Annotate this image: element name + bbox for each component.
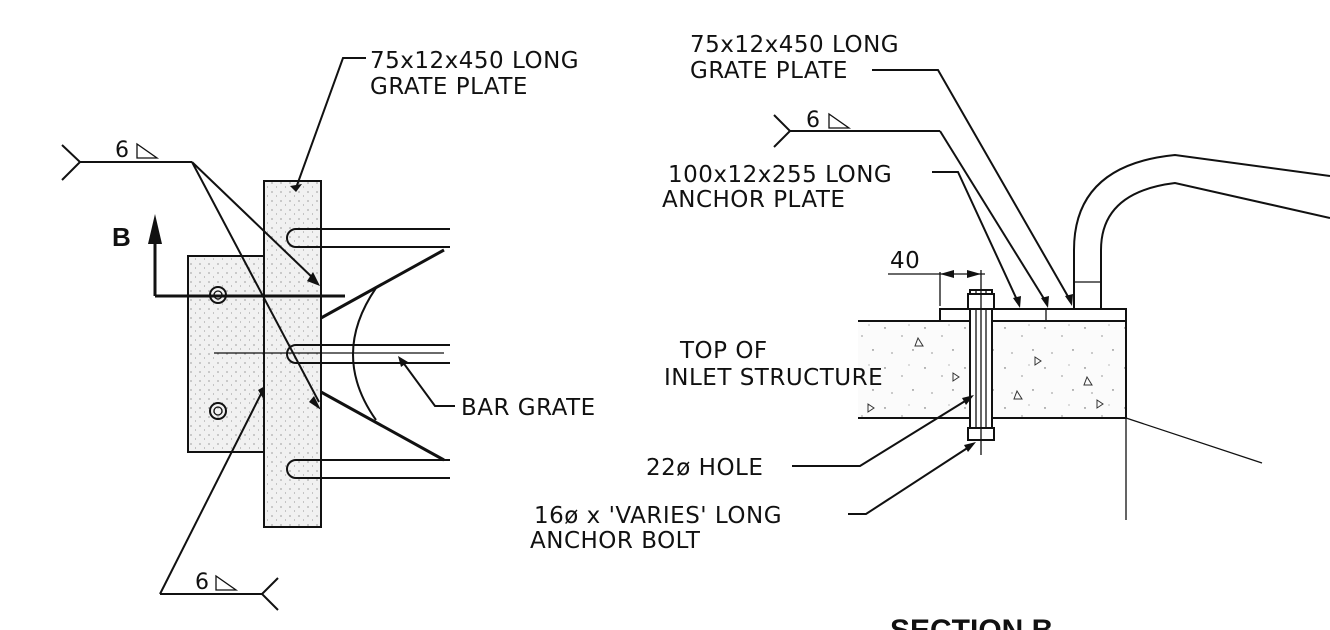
bolt-icon bbox=[209, 402, 227, 420]
dimension-label: 40 bbox=[890, 248, 920, 274]
bar-grate-label: BAR GRATE bbox=[461, 395, 596, 421]
section-weld-symbol: 6 bbox=[773, 108, 1049, 308]
bar-grate bbox=[214, 228, 450, 479]
section-cut-line: B bbox=[112, 214, 345, 298]
section-grate-plate-label-line1: 75x12x450 LONG bbox=[690, 32, 899, 58]
bar-grate-callout: BAR GRATE bbox=[398, 356, 596, 421]
section-view: 40 75x12x450 LONG GRATE PLATE 6 100x12x2… bbox=[530, 32, 1330, 630]
anchor-plate bbox=[187, 255, 267, 453]
weld-size-label: 6 bbox=[806, 108, 820, 133]
grate-plate-callout: 75x12x450 LONG GRATE PLATE bbox=[290, 48, 579, 192]
weld-size-label: 6 bbox=[195, 570, 209, 595]
grate-bar-section bbox=[1073, 153, 1330, 309]
weld-size-label: 6 bbox=[115, 138, 129, 163]
section-mark-label: B bbox=[112, 222, 131, 252]
anchor-bolt bbox=[967, 270, 995, 455]
weld-symbol-bottom: 6 bbox=[159, 386, 279, 611]
inlet-label-line2: INLET STRUCTURE bbox=[664, 365, 883, 391]
inlet-label-line1: TOP OF bbox=[679, 338, 768, 364]
grate-plate-label-line1: 75x12x450 LONG bbox=[370, 48, 579, 74]
section-grate-plate-label-line2: GRATE PLATE bbox=[690, 58, 848, 84]
grate-plate-label-line2: GRATE PLATE bbox=[370, 74, 528, 100]
section-title: SECTION B bbox=[890, 614, 1053, 630]
inlet-callout: TOP OF INLET STRUCTURE bbox=[664, 338, 883, 391]
anchor-bolt-label-line2: ANCHOR BOLT bbox=[530, 528, 701, 554]
anchor-plate-section bbox=[939, 308, 1127, 322]
weld-symbol-top: 6 bbox=[61, 138, 321, 410]
section-grate-plate-callout: 75x12x450 LONG GRATE PLATE bbox=[690, 32, 1073, 306]
anchor-bolt-label-line1: 16ø x 'VARIES' LONG bbox=[534, 503, 782, 529]
plan-view: B 75x12x450 LONG GRATE PLATE 6 6 bbox=[61, 48, 596, 611]
aggregate-marks bbox=[867, 336, 1104, 413]
hole-label: 22ø HOLE bbox=[646, 455, 763, 481]
anchor-plate-label-line1: 100x12x255 LONG bbox=[668, 162, 892, 188]
hole-callout: 22ø HOLE bbox=[646, 395, 974, 481]
dimension-40: 40 bbox=[888, 248, 985, 306]
section-anchor-plate-callout: 100x12x255 LONG ANCHOR PLATE bbox=[662, 162, 1021, 308]
anchor-bolt-callout: 16ø x 'VARIES' LONG ANCHOR BOLT bbox=[530, 442, 976, 554]
anchor-plate-label-line2: ANCHOR PLATE bbox=[662, 187, 845, 213]
